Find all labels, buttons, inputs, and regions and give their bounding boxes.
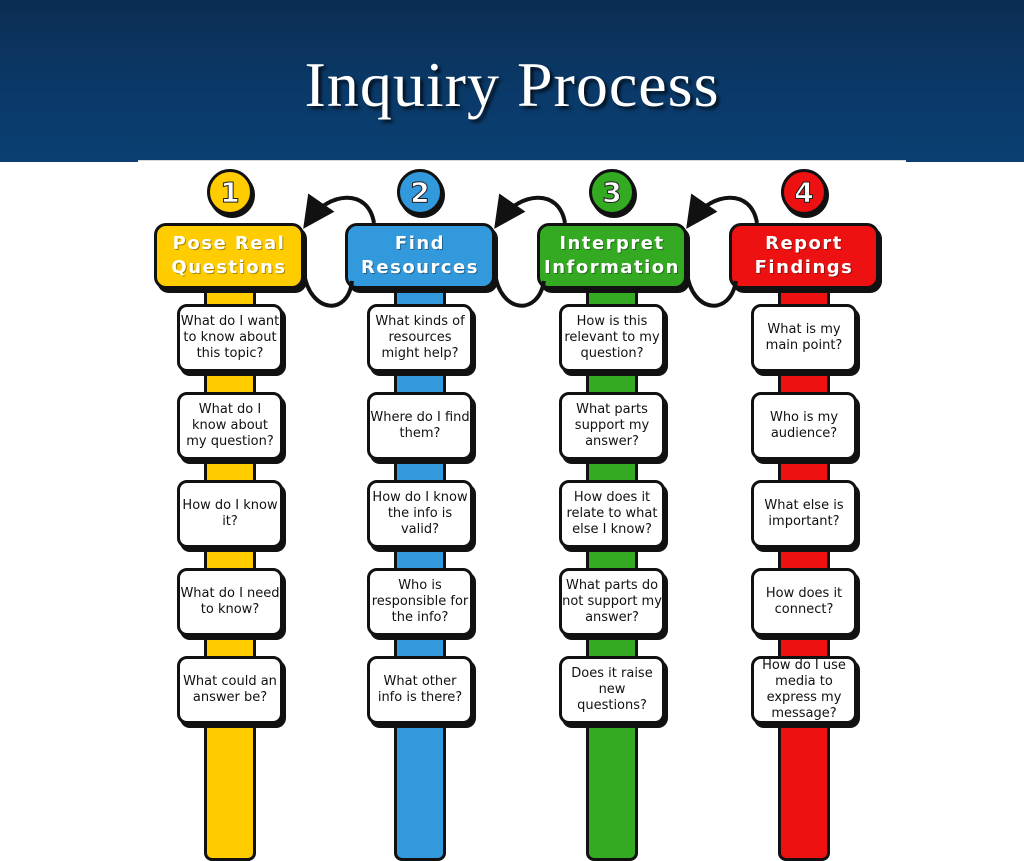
step-2-question-1: What kinds of resources might help?	[367, 304, 473, 372]
step-3-question-3: How does it relate to what else I know?	[559, 480, 665, 548]
step-1-question-3: How do I know it?	[177, 480, 283, 548]
step-3-question-5: Does it raise new questions?	[559, 656, 665, 724]
step-1-number: 1	[207, 169, 253, 215]
step-1-heading-line1: Pose Real	[172, 233, 286, 254]
step-2-heading-line1: Find	[394, 233, 446, 254]
step-1-question-1: What do I want to know about this topic?	[177, 304, 283, 372]
step-1-heading-line2: Questions	[171, 257, 287, 278]
loop-arrow-1-2	[302, 193, 376, 308]
loop-connectors	[302, 193, 759, 308]
step-1-question-5: What could an answer be?	[177, 656, 283, 724]
step-4-heading-line1: Report	[765, 233, 843, 254]
title-banner: Inquiry Process	[0, 0, 1024, 162]
loop-arrow-3-4	[685, 193, 759, 308]
step-3-heading-line1: Interpret	[559, 233, 665, 254]
step-4-heading-line2: Findings	[754, 257, 854, 278]
step-4-question-1: What is my main point?	[751, 304, 857, 372]
step-4-question-5: How do I use media to express my message…	[751, 656, 857, 724]
page-title: Inquiry Process	[304, 49, 720, 120]
step-2-heading-line2: Resources	[361, 257, 479, 278]
step-4-question-2: Who is my audience?	[751, 392, 857, 460]
step-4-question-4: How does it connect?	[751, 568, 857, 636]
step-4-number: 4	[781, 169, 827, 215]
step-3-number: 3	[589, 169, 635, 215]
step-2-number: 2	[397, 169, 443, 215]
step-3-question-2: What parts support my answer?	[559, 392, 665, 460]
step-2-question-2: Where do I find them?	[367, 392, 473, 460]
step-3-question-1: How is this relevant to my question?	[559, 304, 665, 372]
step-1-question-4: What do I need to know?	[177, 568, 283, 636]
loop-arrow-2-3	[493, 193, 567, 308]
step-3-heading-line2: Information	[544, 257, 680, 278]
step-4-question-3: What else is important?	[751, 480, 857, 548]
step-3-question-4: What parts do not support my answer?	[559, 568, 665, 636]
step-2-question-5: What other info is there?	[367, 656, 473, 724]
step-2-question-4: Who is responsible for the info?	[367, 568, 473, 636]
step-1-question-2: What do I know about my question?	[177, 392, 283, 460]
step-2-question-3: How do I know the info is valid?	[367, 480, 473, 548]
